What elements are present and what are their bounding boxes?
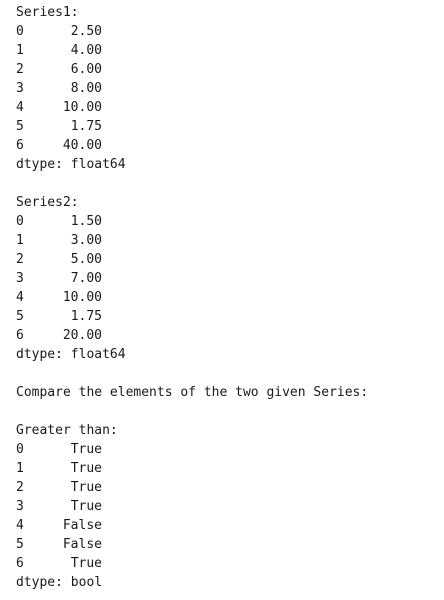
row-value: 1.75 [70,309,102,324]
row-index: 0 [16,442,24,457]
greater-than-row: 5 False [16,535,436,554]
row-value: False [62,537,102,552]
spacer [16,402,436,421]
row-value: 3.00 [70,233,102,248]
row-value: True [70,480,102,495]
row-index: 0 [16,214,24,229]
row-index: 4 [16,100,24,115]
greater-than-row: 0 True [16,440,436,459]
greater-than-header: Greater than: [16,423,118,438]
row-index: 5 [16,537,24,552]
row-value: False [62,518,102,533]
row-value: 20.00 [62,328,102,343]
row-value: 5.00 [70,252,102,267]
row-value: 1.50 [70,214,102,229]
greater-than-dtype: dtype: bool [16,575,103,590]
row-value: 4.00 [70,43,102,58]
row-index: 1 [16,461,24,476]
row-index: 3 [16,81,24,96]
row-value: 10.00 [62,100,102,115]
greater-than-row: 2 True [16,478,436,497]
row-index: 6 [16,138,24,153]
row-index: 4 [16,290,24,305]
row-value: 7.00 [70,271,102,286]
row-value: 8.00 [70,81,102,96]
row-value: 1.75 [70,119,102,134]
row-index: 5 [16,309,24,324]
row-value: True [70,442,102,457]
row-index: 2 [16,62,24,77]
series2-header: Series2: [16,195,79,210]
row-index: 2 [16,252,24,267]
series2-dtype: dtype: float64 [16,347,126,362]
row-index: 6 [16,556,24,571]
row-index: 2 [16,480,24,495]
row-value: 2.50 [70,24,102,39]
row-index: 6 [16,328,24,343]
row-index: 4 [16,518,24,533]
row-value: True [70,499,102,514]
spacer [16,364,436,383]
greater-than-row: 6 True [16,554,436,573]
row-index: 5 [16,119,24,134]
row-index: 1 [16,233,24,248]
compare-heading: Compare the elements of the two given Se… [16,385,369,400]
row-value: 10.00 [62,290,102,305]
greater-than-row: 3 True [16,497,436,516]
row-index: 0 [16,24,24,39]
greater-than-row: 1 True [16,459,436,478]
row-value: 40.00 [62,138,102,153]
row-index: 3 [16,271,24,286]
series1-header: Series1: [16,5,79,20]
series1-dtype: dtype: float64 [16,157,126,172]
row-value: 6.00 [70,62,102,77]
greater-than-row: 4 False [16,516,436,535]
row-index: 1 [16,43,24,58]
row-index: 3 [16,499,24,514]
spacer [16,174,436,193]
row-value: True [70,461,102,476]
row-value: True [70,556,102,571]
